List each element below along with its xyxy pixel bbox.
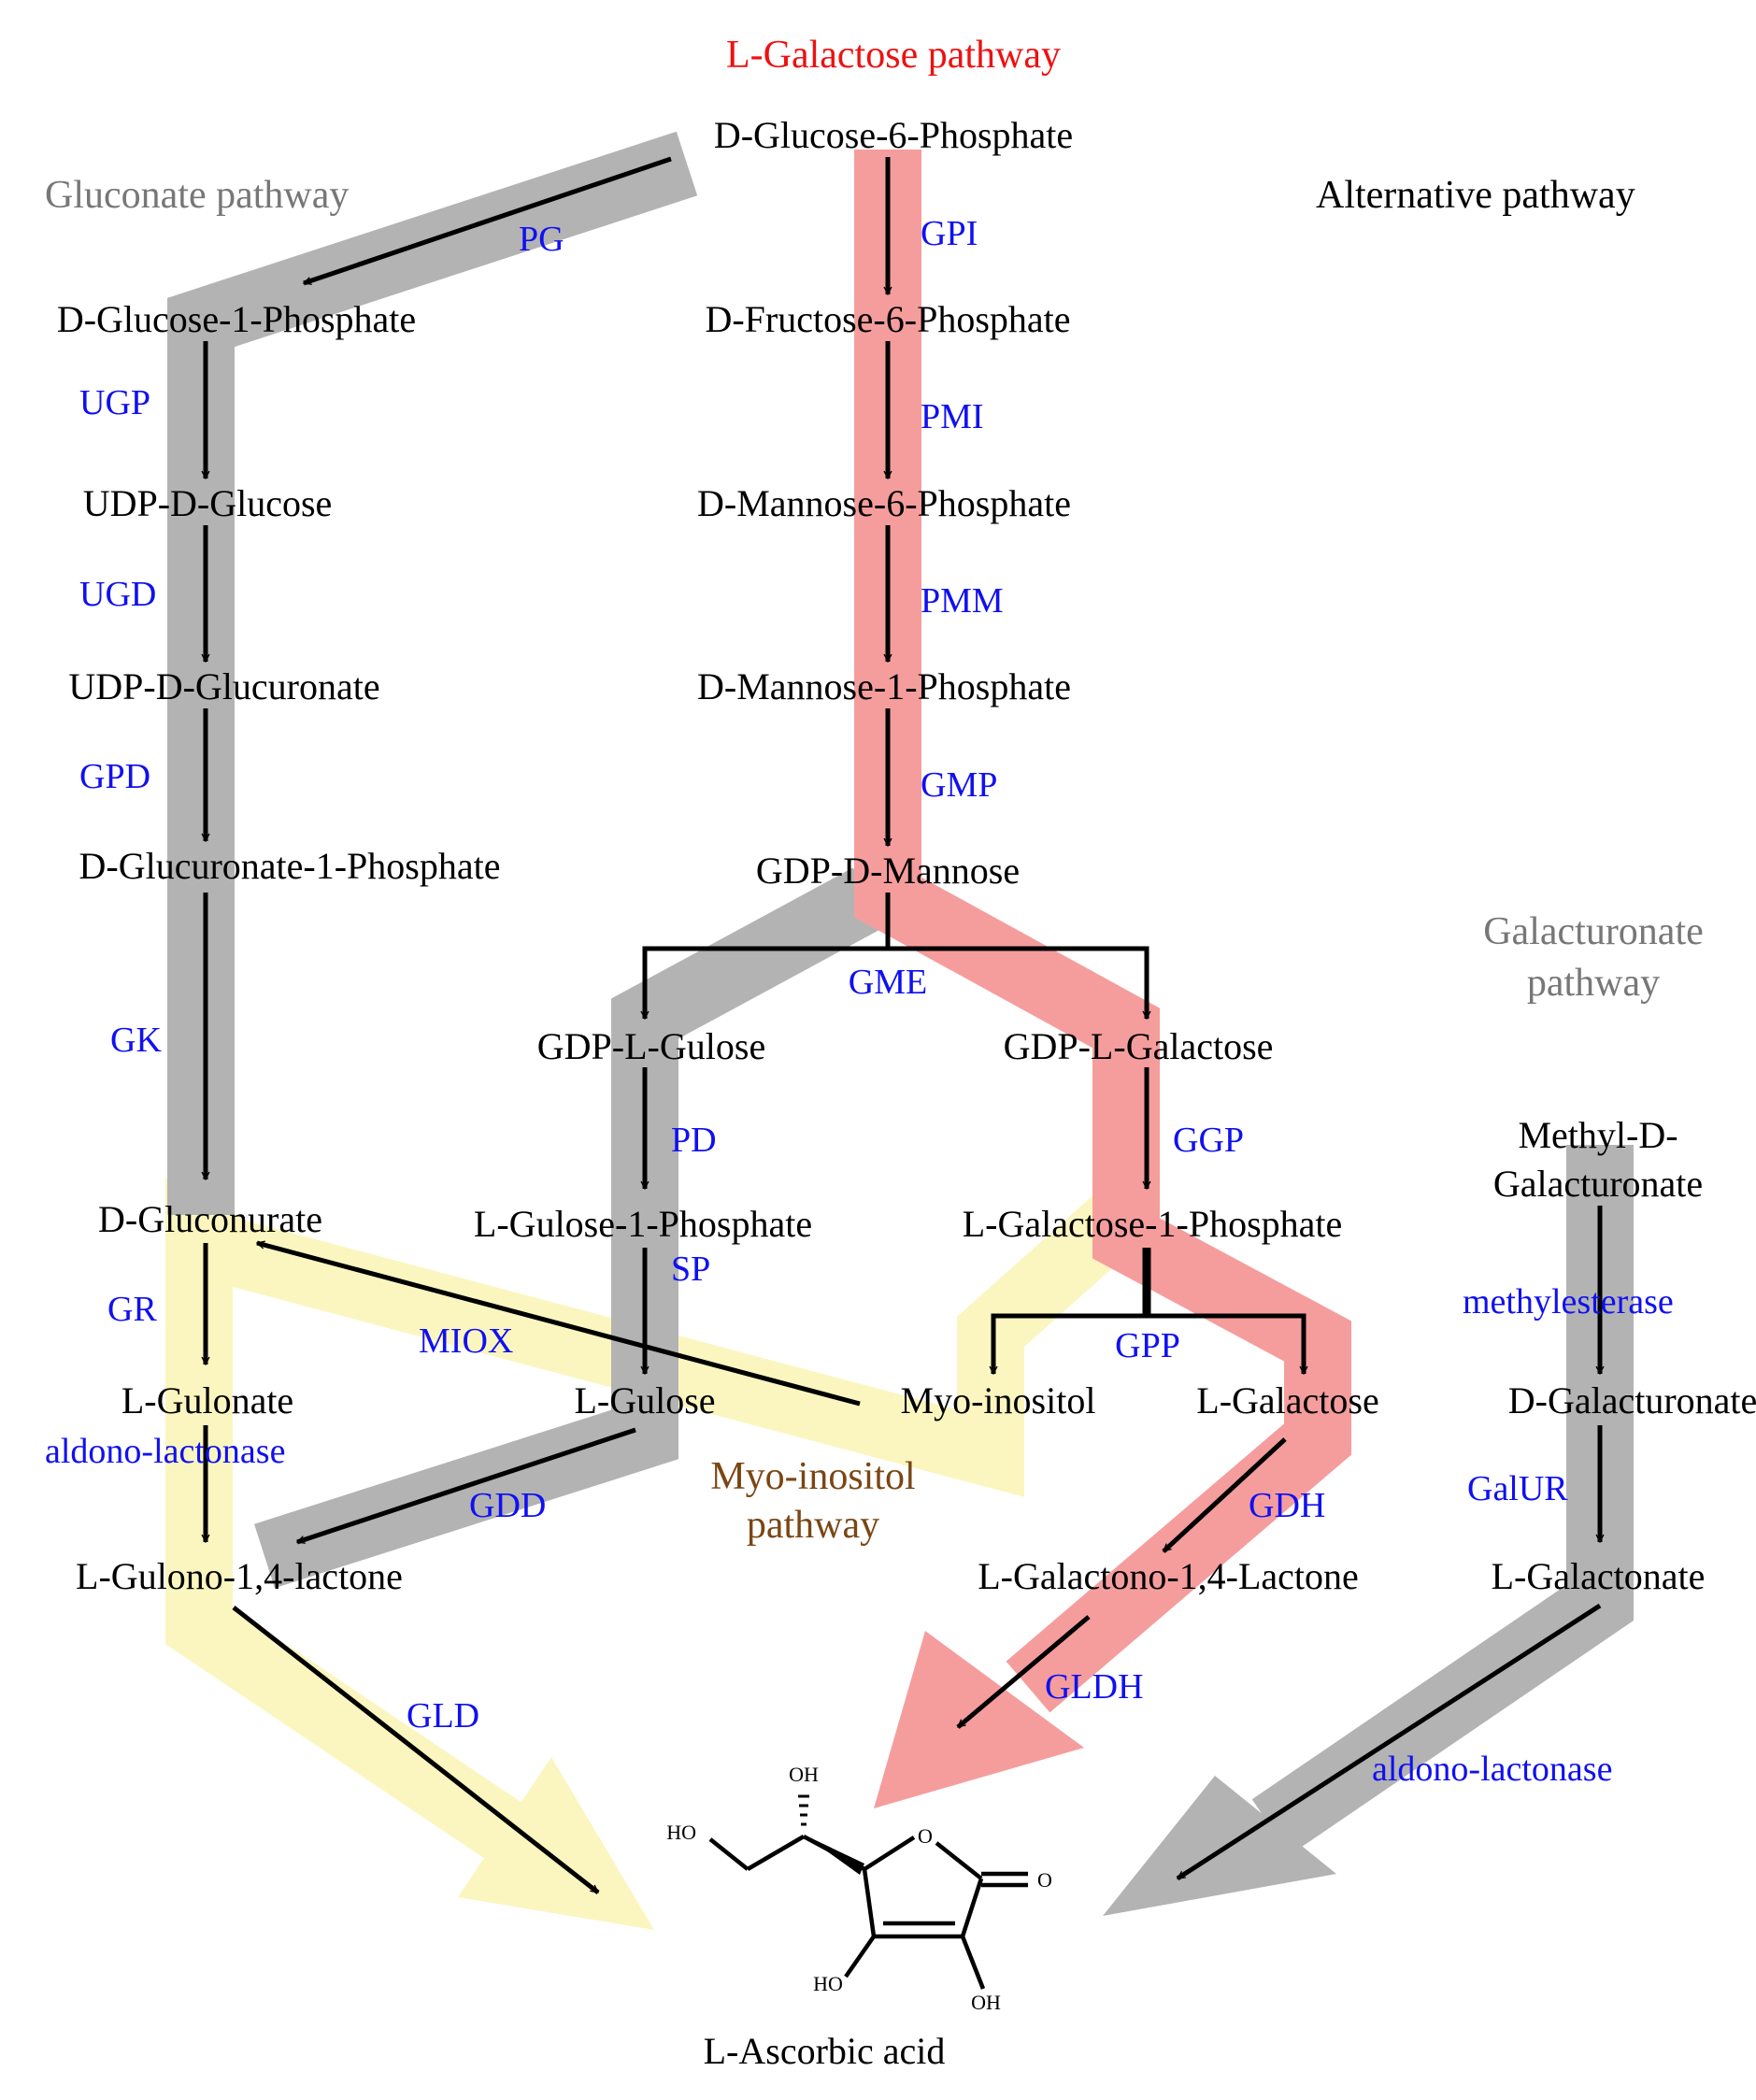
atom-carbonyl-oxygen: O [1037, 1868, 1052, 1892]
atom-ho-bottom: HO [813, 1972, 843, 1995]
metabolite-udp-d-glucuronate: UDP-D-Glucuronate [68, 665, 379, 707]
arrow-gld [232, 1606, 600, 1894]
enzyme-gmp: GMP [921, 765, 997, 805]
enzyme-gpi: GPI [921, 214, 978, 253]
arrow-gldh [956, 1615, 1091, 1729]
enzyme-gldh: GLDH [1045, 1667, 1144, 1707]
arrow-gpp-right [1147, 1313, 1304, 1374]
atom-oh-bottom: OH [971, 1991, 1001, 2014]
metabolite-d-glucose-6-phosphate: D-Glucose-6-Phosphate [714, 114, 1073, 156]
ascorbic-acid-atom-labels: OH HO O O HO OH [666, 1763, 1052, 2014]
enzyme-labels: GPI PMI PMM GMP GME GGP GPP GDH GLDH PD … [45, 214, 1674, 1789]
enzyme-gdd: GDD [469, 1486, 546, 1525]
metabolite-d-mannose-1-phosphate: D-Mannose-1-Phosphate [697, 665, 1071, 707]
galacturonate-band-arrowhead [1103, 1776, 1336, 1916]
metabolite-methyl-d-galacturonate-line2: Galacturonate [1493, 1163, 1703, 1205]
enzyme-ugd: UGD [79, 575, 156, 614]
enzyme-miox: MIOX [419, 1321, 513, 1361]
metabolite-l-galactose-1-phosphate: L-Galactose-1-Phosphate [963, 1203, 1343, 1245]
myo-inositol-pathway-title-line2: pathway [747, 1504, 879, 1547]
enzyme-gk: GK [110, 1021, 162, 1060]
myo-inositol-band-arrowhead [458, 1757, 654, 1930]
enzyme-gld: GLD [407, 1696, 479, 1736]
gluconate-pathway-title: Gluconate pathway [45, 174, 349, 217]
enzyme-pmm: PMM [921, 581, 1004, 621]
galacturonate-pathway-title-line2: pathway [1527, 962, 1660, 1005]
enzyme-aldono-lactonase-left: aldono-lactonase [45, 1432, 285, 1471]
metabolite-d-fructose-6-phosphate: D-Fructose-6-Phosphate [705, 298, 1070, 340]
metabolite-l-galactono-1-4-lactone: L-Galactono-1,4-Lactone [978, 1555, 1359, 1597]
metabolite-gdp-l-galactose: GDP-L-Galactose [1004, 1025, 1274, 1067]
arrow-gme-split-right [888, 946, 1147, 1019]
metabolite-d-glucose-1-phosphate: D-Glucose-1-Phosphate [57, 298, 416, 340]
enzyme-gme: GME [849, 963, 927, 1002]
arrow-gdh [1162, 1437, 1287, 1553]
atom-ring-oxygen: O [918, 1824, 933, 1848]
metabolite-d-mannose-6-phosphate: D-Mannose-6-Phosphate [697, 482, 1071, 524]
enzyme-pg: PG [519, 220, 564, 259]
enzyme-gpd: GPD [79, 757, 150, 796]
gluconate-band [167, 131, 698, 1215]
metabolite-d-glucuronate-1-phosphate: D-Glucuronate-1-Phosphate [79, 845, 501, 887]
enzyme-pmi: PMI [921, 397, 984, 436]
alternative-pathway-title: Alternative pathway [1316, 174, 1635, 217]
atom-oh-top: OH [789, 1763, 819, 1786]
enzyme-pd: PD [671, 1121, 717, 1160]
galactose-band-arrowhead [874, 1631, 1084, 1808]
atom-ho-left: HO [666, 1821, 696, 1844]
enzyme-gpp: GPP [1115, 1326, 1180, 1365]
metabolite-gdp-d-mannose: GDP-D-Mannose [756, 850, 1020, 892]
enzyme-methylesterase: methylesterase [1463, 1282, 1674, 1321]
arrow-miox [257, 1243, 861, 1407]
metabolite-l-galactonate: L-Galactonate [1492, 1555, 1706, 1597]
myo-inositol-band [165, 1177, 1144, 1897]
metabolite-udp-d-glucose: UDP-D-Glucose [83, 482, 333, 524]
reaction-arrows [206, 156, 1602, 1894]
metabolite-myo-inositol: Myo-inositol [901, 1379, 1096, 1421]
metabolite-l-ascorbic-acid: L-Ascorbic acid [704, 2030, 946, 2072]
metabolite-d-galacturonate: D-Galacturonate [1508, 1379, 1756, 1421]
metabolite-l-gulonate: L-Gulonate [121, 1379, 293, 1421]
metabolite-l-galactose: L-Galactose [1196, 1379, 1378, 1421]
metabolite-l-gulose: L-Gulose [574, 1379, 715, 1421]
galactose-pathway-title: L-Galactose pathway [726, 34, 1061, 77]
myo-inositol-pathway-title-line1: Myo-inositol [710, 1455, 915, 1498]
arrow-gdd [297, 1427, 636, 1545]
metabolite-l-gulose-1-phosphate: L-Gulose-1-Phosphate [474, 1203, 812, 1245]
enzyme-ugp: UGP [79, 383, 150, 422]
metabolite-gdp-l-gulose: GDP-L-Gulose [537, 1025, 765, 1067]
arrow-gme-split [645, 893, 891, 1019]
galacturonate-pathway-title-line1: Galacturonate [1483, 910, 1704, 953]
ascorbic-acid-structure [708, 1794, 1028, 1990]
enzyme-galur: GalUR [1467, 1469, 1568, 1508]
enzyme-gdh: GDH [1249, 1486, 1325, 1525]
metabolite-labels: D-Glucose-6-Phosphate D-Fructose-6-Phosp… [57, 114, 1756, 2072]
metabolite-methyl-d-galacturonate-line1: Methyl-D- [1518, 1114, 1677, 1156]
enzyme-gr: GR [107, 1290, 157, 1329]
arrow-gpp-left [993, 1313, 1147, 1374]
metabolite-d-gluconurate: D-Gluconurate [98, 1198, 322, 1240]
arrow-pg [304, 156, 672, 286]
enzyme-sp: SP [671, 1250, 710, 1289]
metabolite-l-gulono-1-4-lactone: L-Gulono-1,4-lactone [76, 1555, 403, 1597]
arrow-aldono-right [1176, 1603, 1602, 1881]
enzyme-aldono-lactonase-right: aldono-lactonase [1372, 1750, 1612, 1789]
gulose-branch-band [254, 867, 886, 1589]
enzyme-ggp: GGP [1173, 1121, 1244, 1160]
